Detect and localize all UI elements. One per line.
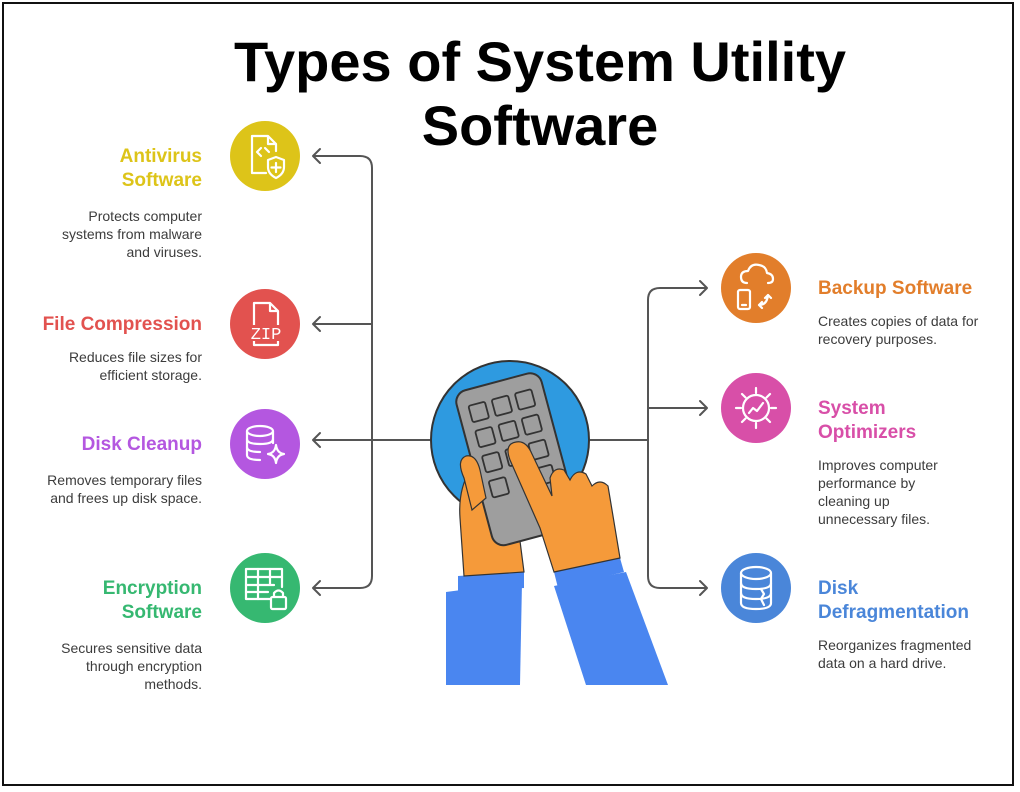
zip-label: ZIP [251,326,282,345]
cleanup-icon-circle [230,409,300,479]
gear-chart-icon [734,386,778,430]
arrowhead-compression [312,316,321,332]
compression-heading: File Compression [42,314,202,335]
optimizers-icon-circle [721,373,791,443]
left-cuff [458,572,524,592]
arrowhead-cleanup [312,432,321,448]
antivirus-icon-circle [230,121,300,191]
antivirus-heading: Antivirus Software [119,146,202,191]
optimizers-description: Improves computer performance by cleanin… [818,457,938,527]
connector-left-trunk [313,155,430,589]
left-sleeve [446,582,522,685]
cloud-sync-icon [736,263,775,311]
backup-description: Creates copies of data for recovery purp… [818,313,979,347]
left-thumb [459,455,487,512]
encryption-description: Secures sensitive data through encryptio… [61,640,202,692]
backup-icon-circle [721,253,791,323]
encryption-icon-circle [230,553,300,623]
arrowhead-antivirus [312,148,321,164]
right-hand [507,441,621,573]
cleanup-heading: Disk Cleanup [81,434,202,455]
right-cuff [554,558,624,588]
arrowhead-defrag [699,580,708,596]
arrowhead-backup [699,280,708,296]
shield-code-icon [250,134,286,180]
defrag-heading: Disk Defragmentation [818,578,969,623]
database-sparkle-icon [245,424,286,465]
optimizers-heading: System Optimizers [818,398,917,443]
backup-heading: Backup Software [818,278,973,299]
connector-right-trunk [590,287,707,589]
defrag-icon-circle [721,553,791,623]
page-title: Types of System Utility Software [233,30,846,157]
table-lock-icon [244,567,288,611]
antivirus-description: Protects computer systems from malware a… [61,208,202,260]
encryption-heading: Encryption Software [102,578,202,623]
arrowhead-optimizers [699,400,708,416]
compression-icon-circle: ZIP [230,289,300,359]
zip-file-icon: ZIP [248,301,284,347]
compression-description: Reduces file sizes for efficient storage… [68,349,202,383]
cleanup-description: Removes temporary files and frees up dis… [47,472,202,506]
arrowhead-encryption [312,580,321,596]
hands-calculator-icon [430,360,668,685]
right-sleeve [554,572,668,685]
database-fragment-icon [739,565,773,611]
defrag-description: Reorganizes fragmented data on a hard dr… [818,637,972,671]
